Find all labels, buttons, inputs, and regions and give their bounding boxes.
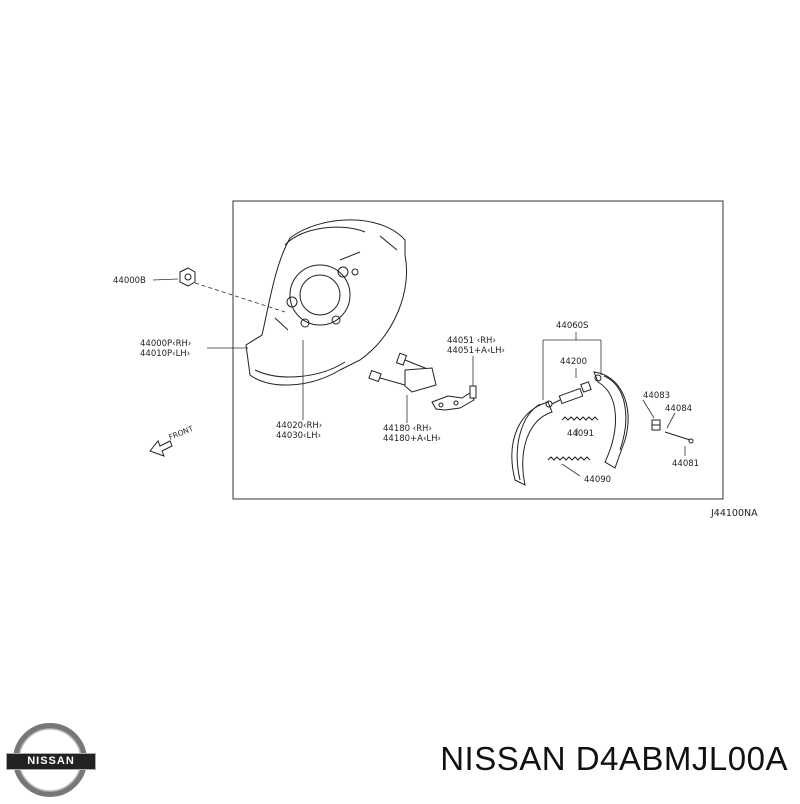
spring-lower-part bbox=[547, 456, 591, 461]
label-lever-rh: 44051 ‹RH› bbox=[447, 336, 496, 346]
diagram-frame bbox=[232, 200, 724, 500]
backing-plate-part bbox=[245, 219, 408, 386]
adjuster-assy-part bbox=[551, 381, 592, 405]
diagram-code: J44100NA bbox=[710, 508, 758, 519]
lever-part bbox=[431, 385, 477, 411]
brand-caption: NISSAN D4ABMJL00A bbox=[440, 740, 788, 777]
label-shoe-set: 44060S bbox=[556, 321, 588, 331]
label-plate-center-rh: 44020‹RH› bbox=[276, 421, 322, 431]
label-adjuster-assy: 44200 bbox=[560, 357, 587, 367]
retainer-part bbox=[664, 431, 694, 444]
label-lever-lh: 44051+A‹LH› bbox=[447, 346, 505, 356]
nut-part bbox=[179, 267, 196, 287]
label-pin: 44083 bbox=[643, 391, 670, 401]
label-spring-upper: 44091 bbox=[567, 429, 594, 439]
label-adjuster-rh: 44180 ‹RH› bbox=[383, 424, 432, 434]
label-spring-lower: 44090 bbox=[584, 475, 611, 485]
label-adjuster-lh: 44180+A‹LH› bbox=[383, 434, 441, 444]
spring-upper-part bbox=[561, 416, 599, 421]
label-cup: 44081 bbox=[672, 459, 699, 469]
label-plate-center-lh: 44030‹LH› bbox=[276, 431, 321, 441]
label-retainer: 44084 bbox=[665, 404, 692, 414]
label-front: FRONT bbox=[167, 424, 195, 442]
pin-part bbox=[651, 419, 661, 431]
brake-shoe-left bbox=[511, 400, 553, 486]
brake-shoe-right bbox=[593, 371, 629, 469]
nissan-logo: NISSAN bbox=[0, 720, 102, 800]
adjuster-part bbox=[368, 352, 437, 393]
nissan-logo-text: NISSAN bbox=[6, 753, 96, 770]
front-arrow: FRONT bbox=[149, 424, 195, 457]
label-backing-plate-rh: 44000P‹RH› bbox=[140, 339, 191, 349]
label-backing-plate-lh: 44010P‹LH› bbox=[140, 349, 190, 359]
label-nut: 44000B bbox=[113, 276, 146, 286]
